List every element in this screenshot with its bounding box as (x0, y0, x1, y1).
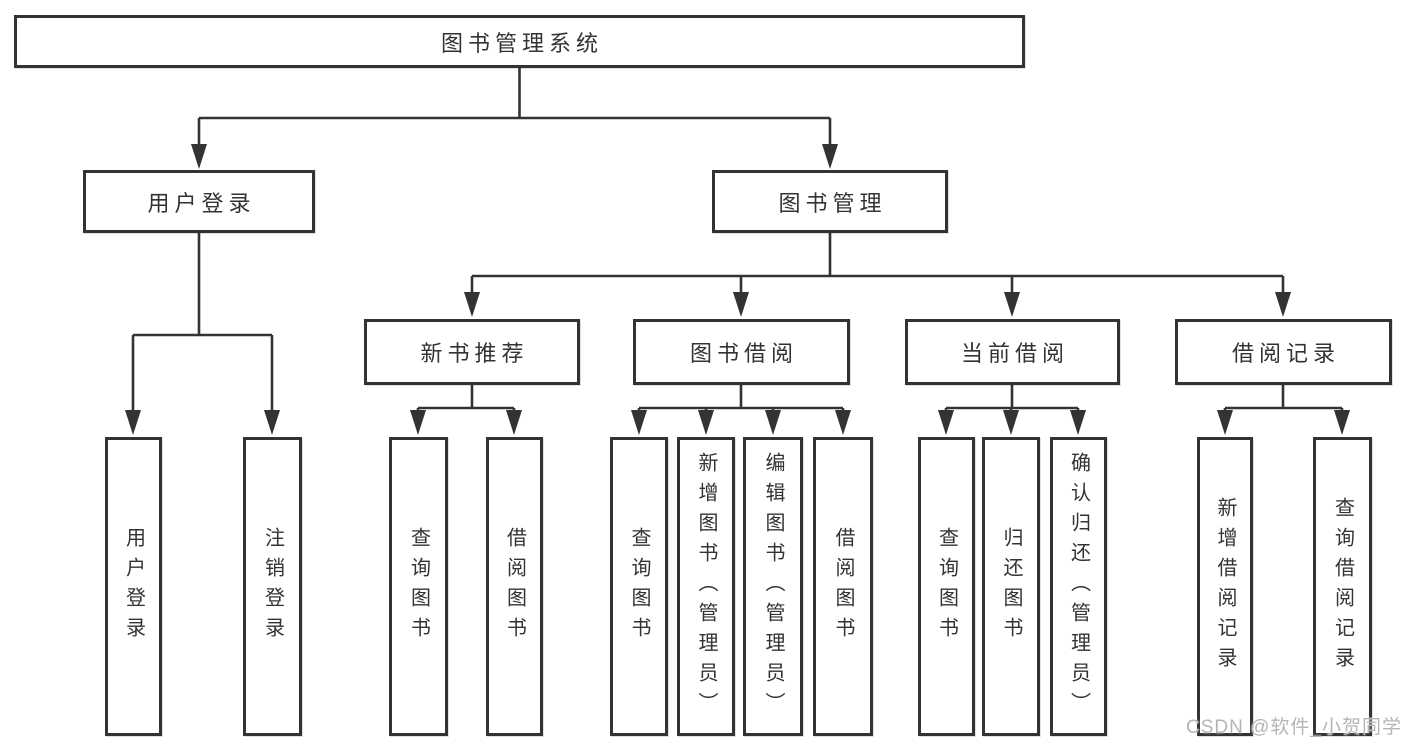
csdn-watermark: CSDN @软件_小贺同学 (1186, 717, 1402, 738)
leaf-add-books-admin: 新增图书（管理员） (677, 437, 735, 736)
leaf-borrow-books: 借阅图书 (813, 437, 873, 736)
leaf-query-borrow-record: 查询借阅记录 (1313, 437, 1372, 736)
node-current-borrow-label: 当前借阅 (960, 341, 1069, 366)
node-borrow-records-label: 借阅记录 (1231, 341, 1340, 366)
leaf-edit-books-admin: 编辑图书（管理员） (743, 437, 803, 736)
leaf-add-borrow-record: 新增借阅记录 (1197, 437, 1253, 736)
leaf-logout: 注销登录 (243, 437, 302, 736)
node-user-login: 用户登录 (83, 170, 315, 233)
node-root-library-system: 图书管理系统 (14, 15, 1025, 68)
node-root-label: 图书管理系统 (440, 30, 603, 56)
node-new-book-recommend-label: 新书推荐 (420, 341, 529, 366)
node-current-borrow: 当前借阅 (905, 319, 1120, 385)
arrowhead-icons (125, 144, 1350, 435)
leaf-query-books-borrow: 查询图书 (610, 437, 668, 736)
node-user-login-label: 用户登录 (147, 190, 256, 216)
leaf-user-login: 用户登录 (105, 437, 162, 736)
node-borrow-records: 借阅记录 (1175, 319, 1392, 385)
node-book-management: 图书管理 (712, 170, 948, 233)
leaf-query-books-current: 查询图书 (918, 437, 975, 736)
leaf-query-books-recommend: 查询图书 (389, 437, 448, 736)
node-book-borrow-label: 图书借阅 (689, 341, 798, 366)
leaf-borrow-books-recommend: 借阅图书 (486, 437, 543, 736)
node-new-book-recommend: 新书推荐 (364, 319, 580, 385)
node-book-borrow: 图书借阅 (633, 319, 850, 385)
node-book-management-label: 图书管理 (778, 190, 887, 216)
leaf-return-books: 归还图书 (982, 437, 1040, 736)
leaf-confirm-return-admin: 确认归还（管理员） (1050, 437, 1107, 736)
